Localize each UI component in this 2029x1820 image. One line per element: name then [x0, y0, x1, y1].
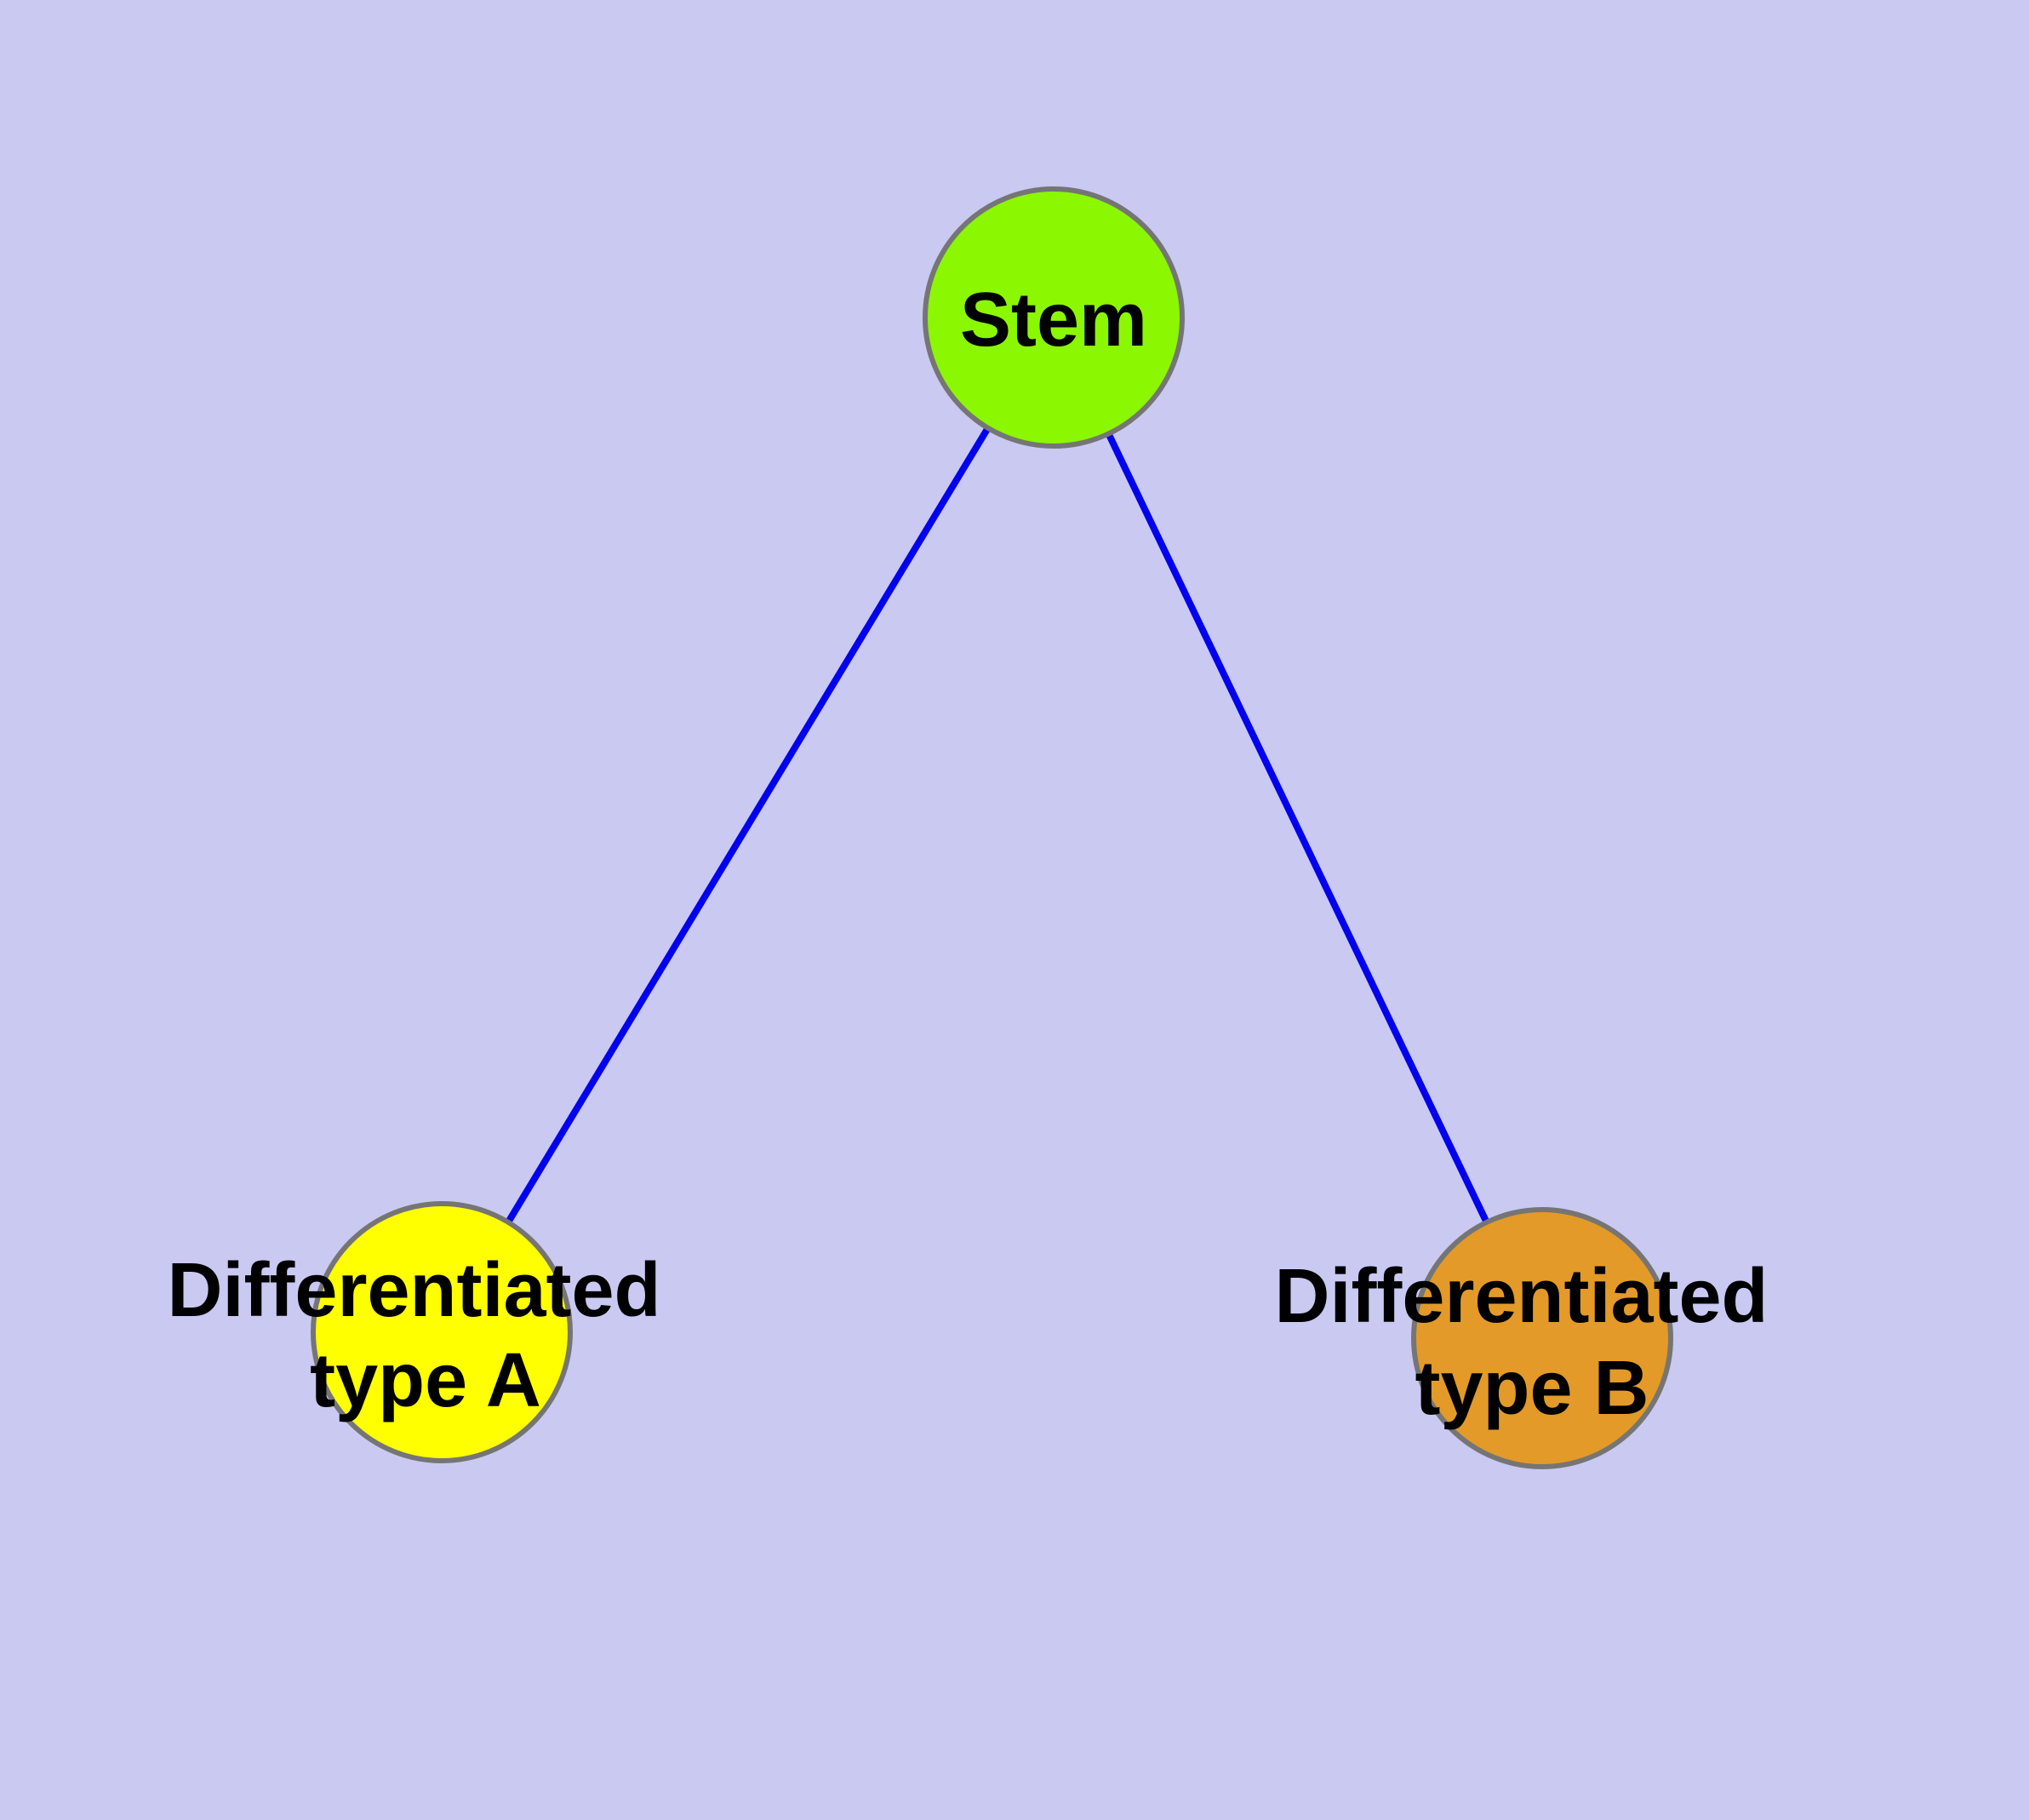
node-stem-circle — [923, 186, 1185, 449]
node-layer — [311, 186, 1673, 1469]
node-stem-label: Stem — [960, 278, 1147, 363]
node-type-b-label: Differentiated type B — [1274, 1254, 1789, 1431]
node-type-a-label-line-2: type A — [310, 1338, 541, 1423]
node-type-a-label-line-1: Differentiated — [167, 1248, 660, 1333]
node-type-b-label-line-1: Differentiated — [1274, 1254, 1768, 1339]
edge-layer — [438, 317, 1546, 1340]
edge-stem-to-type-b — [1050, 318, 1546, 1340]
label-layer: Stem Differentiated type A Differentiate… — [167, 278, 1789, 1431]
node-type-b-circle — [1411, 1207, 1673, 1469]
node-type-b-label-line-2: type B — [1415, 1346, 1649, 1431]
edge-stem-to-type-a — [438, 317, 1057, 1335]
node-type-a-label: Differentiated type A — [167, 1248, 682, 1423]
node-type-a-circle — [311, 1201, 573, 1463]
